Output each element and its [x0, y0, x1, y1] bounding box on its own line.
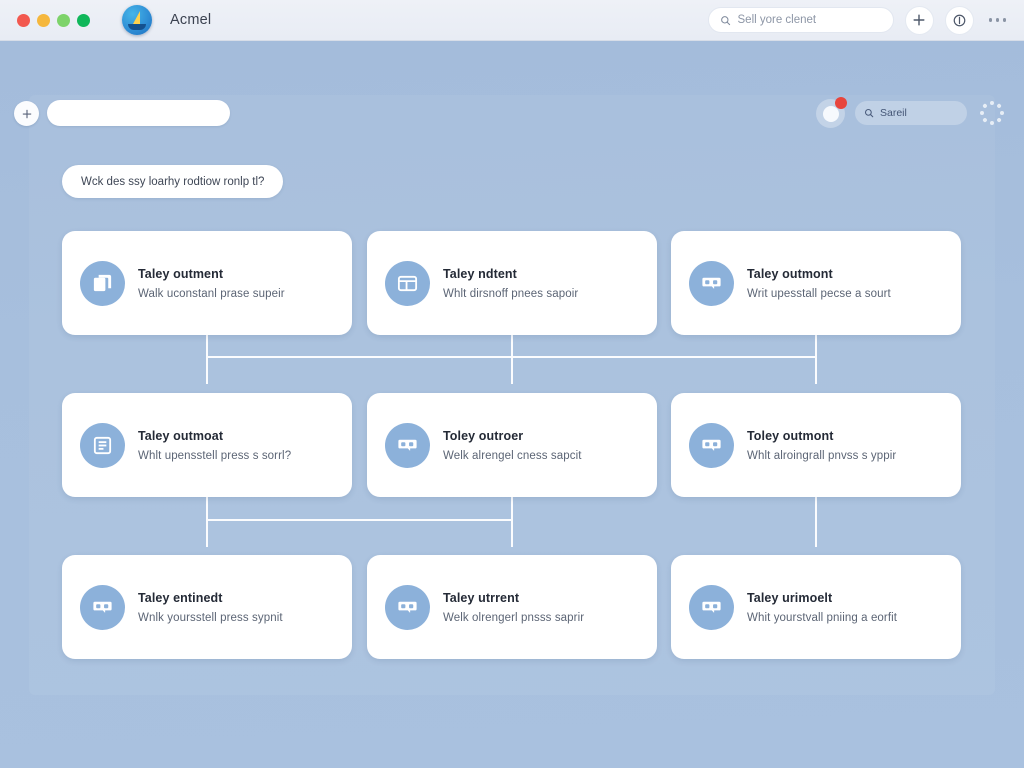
- connector-v-c3-top: [815, 335, 817, 357]
- title-bar-actions: Sell yore clenet: [707, 5, 1011, 35]
- card-title: Taley outment: [138, 266, 224, 281]
- card-subtitle: Whlt upensstell press s sorrl?: [138, 449, 292, 462]
- page-title: Acmel: [170, 12, 212, 28]
- card-subtitle: Walk uconstanl prase supeir: [138, 287, 285, 300]
- connector-v-c3-through: [815, 497, 817, 547]
- card-subtitle: Wnlk yoursstell press sypnit: [138, 611, 283, 624]
- chat-bubble-icon: [385, 584, 430, 630]
- chat-bubble-icon: [689, 584, 734, 630]
- search-icon: [864, 108, 874, 118]
- card-subtitle: Whlt dirsnoff pnees sapoir: [443, 287, 579, 300]
- card-subtitle: Writ upesstall pecse a sourt: [747, 287, 891, 300]
- card-subtitle: Welk alrengel cness sapcit: [443, 449, 582, 462]
- flow-card[interactable]: Taley outmoat Whlt upensstell press s so…: [62, 393, 352, 497]
- url-input[interactable]: [47, 100, 230, 126]
- connector-v-c1-top-2: [206, 497, 208, 519]
- info-circle-icon: [953, 14, 965, 26]
- card-title: Toley outroer: [443, 428, 524, 443]
- loading-spinner-icon[interactable]: [980, 101, 1004, 125]
- card-subtitle: Welk olrengerl pnsss saprir: [443, 611, 585, 624]
- plus-icon: [913, 14, 925, 26]
- add-node-button[interactable]: [14, 101, 39, 126]
- connector-v-c1-top: [206, 335, 208, 357]
- card-subtitle: Whit yourstvall pniing a eorfit: [747, 611, 898, 624]
- connector-v-c2-bottom: [511, 356, 513, 384]
- connector-v-c2-top-2: [511, 497, 513, 519]
- card-subtitle: Whlt alroingrall pnvss s yppir: [747, 449, 897, 462]
- board-search-input[interactable]: Sareil: [855, 101, 967, 125]
- global-search-input[interactable]: Sell yore clenet: [707, 7, 894, 33]
- plus-icon: [22, 109, 31, 118]
- flow-card[interactable]: Taley urimoelt Whit yourstvall pniing a …: [671, 555, 961, 659]
- bell-icon: [822, 105, 839, 122]
- flow-card[interactable]: Taley utrrent Welk olrengerl pnsss sapri…: [367, 555, 657, 659]
- connector-v-c2-top: [511, 335, 513, 357]
- board-search-value: Sareil: [880, 107, 907, 119]
- article-document-icon: [80, 422, 125, 468]
- card-title: Taley urimoelt: [747, 590, 833, 605]
- connector-v-c1-bottom-2: [206, 519, 208, 547]
- minimize-window-button[interactable]: [37, 13, 50, 27]
- notifications-button[interactable]: [816, 97, 847, 128]
- layout-grid-icon: [385, 260, 430, 306]
- card-title: Taley entinedt: [138, 590, 223, 605]
- ellipsis-icon: [988, 18, 992, 22]
- connector-h-bus-2: [206, 519, 513, 521]
- flow-card[interactable]: Toley outroer Welk alrengel cness sapcit: [367, 393, 657, 497]
- flow-card[interactable]: Taley outment Walk uconstanl prase supei…: [62, 231, 352, 335]
- card-title: Taley outmont: [747, 266, 833, 281]
- connector-v-c3-bottom: [815, 356, 817, 384]
- prompt-bubble: Wck des ssy loarhy rodtiow ronlp tl?: [62, 165, 284, 198]
- canvas-board: Sareil Wck des ssy loarhy rodtiow ronlp …: [0, 41, 1024, 768]
- card-title: Taley outmoat: [138, 428, 224, 443]
- zoom-window-button[interactable]: [57, 13, 70, 27]
- card-title: Taley utrrent: [443, 590, 520, 605]
- logo-hull-shape: [128, 24, 146, 30]
- info-button[interactable]: [944, 5, 974, 35]
- copy-document-icon: [80, 260, 125, 306]
- notification-badge: [835, 97, 847, 109]
- connector-v-c1-bottom: [206, 356, 208, 384]
- flow-card[interactable]: Taley outmont Writ upesstall pecse a sou…: [671, 231, 961, 335]
- chat-bubble-icon: [689, 422, 734, 468]
- connector-v-c2-bottom-2: [511, 519, 513, 547]
- global-search-value: Sell yore clenet: [737, 14, 817, 26]
- add-button[interactable]: [904, 5, 934, 35]
- window-controls[interactable]: [17, 13, 90, 27]
- card-title: Taley ndtent: [443, 266, 517, 281]
- chat-bubble-icon: [385, 422, 430, 468]
- close-window-button[interactable]: [17, 13, 30, 27]
- chat-bubble-icon: [80, 584, 125, 630]
- sailboat-logo-icon: [122, 5, 152, 35]
- logo-sail-shape: [133, 11, 140, 24]
- search-icon: [720, 15, 730, 25]
- overflow-menu-button[interactable]: [985, 18, 1011, 22]
- chat-bubble-icon: [689, 260, 734, 306]
- flow-card[interactable]: Taley entinedt Wnlk yoursstell press syp…: [62, 555, 352, 659]
- extra-window-button[interactable]: [77, 13, 90, 27]
- card-title: Toley outmont: [747, 428, 834, 443]
- flow-card[interactable]: Toley outmont Whlt alroingrall pnvss s y…: [671, 393, 961, 497]
- flow-card[interactable]: Taley ndtent Whlt dirsnoff pnees sapoir: [367, 231, 657, 335]
- title-bar: Acmel Sell yore clenet: [0, 0, 1024, 41]
